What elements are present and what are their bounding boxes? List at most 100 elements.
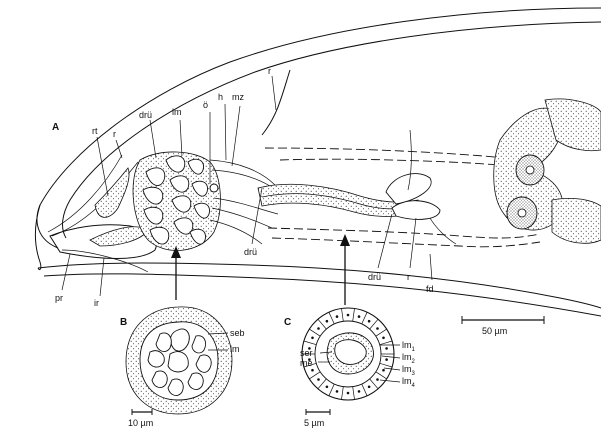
- gland-duct-2: [429, 217, 457, 245]
- label-lm3: lm3: [402, 364, 416, 377]
- esophagus-opening: [209, 183, 219, 193]
- label-rt: rt: [92, 126, 98, 136]
- cross-section-c-cells: [302, 308, 394, 400]
- cell-nucleus-dot: [346, 391, 350, 395]
- panel-label-a: A: [52, 122, 59, 133]
- cell-wall: [375, 328, 387, 337]
- panel-c-drawing: [301, 307, 401, 415]
- cell-nucleus-dot: [382, 336, 385, 340]
- cell-nucleus-dot: [317, 378, 320, 381]
- nerve-ring-fibers: [209, 159, 279, 245]
- retractor-muscle-top: [261, 69, 291, 136]
- scale-label-c: 5 µm: [304, 418, 324, 428]
- posterior-gland-2: [391, 200, 441, 220]
- rostrum: [35, 204, 42, 271]
- label-dru-top: drü: [139, 110, 152, 120]
- cell-nucleus-dot: [308, 347, 311, 350]
- cell-wall: [379, 362, 393, 368]
- cell-nucleus-dot: [367, 385, 371, 389]
- body-wall-inner: [62, 21, 601, 239]
- cell-wall: [352, 386, 355, 400]
- label-dru-bottom-left: drü: [244, 247, 257, 257]
- panel-label-b: B: [120, 317, 127, 328]
- cell-nucleus-dot: [357, 390, 361, 393]
- cell-wall: [375, 371, 387, 380]
- gland-duct: [407, 129, 412, 191]
- gland-cells-left-2: [89, 226, 149, 247]
- body-wall-ventral-inner: [43, 273, 601, 317]
- label-o: ö: [203, 100, 208, 110]
- cell-wall: [303, 362, 317, 368]
- cell-wall: [303, 340, 317, 346]
- cell-wall: [328, 312, 335, 325]
- cell-nucleus-dot: [367, 319, 371, 323]
- cell-nucleus-dot: [325, 385, 329, 389]
- label-lm-b: lm: [230, 344, 240, 354]
- cell-wall: [341, 386, 344, 400]
- cell-nucleus-dot: [376, 327, 379, 330]
- cell-wall: [379, 340, 393, 346]
- cell-extension: [544, 98, 601, 152]
- cell-wall: [369, 318, 379, 330]
- scale-label-b: 10 µm: [128, 418, 153, 428]
- cell-wall: [361, 383, 368, 396]
- cell-nucleolus-1: [525, 165, 535, 175]
- cell-nucleus-dot: [376, 378, 379, 381]
- cell-nucleus-dot: [311, 336, 314, 340]
- gland-cells-left: [94, 167, 130, 218]
- cell-nucleus-dot: [311, 368, 314, 372]
- cross-section-b-lobes: [147, 328, 212, 396]
- cross-section-c-lumen: [334, 339, 367, 365]
- scale-label-a: 50 µm: [482, 326, 507, 336]
- pharynx-lobes: [142, 155, 210, 245]
- cell-wall: [317, 378, 327, 390]
- cell-nucleus-dot: [335, 390, 339, 393]
- cell-wall: [309, 328, 321, 337]
- cell-wall: [361, 312, 368, 325]
- cell-wall: [309, 371, 321, 380]
- cross-section-c-dots: [308, 313, 388, 395]
- cell-nucleus-dot: [357, 315, 361, 318]
- cell-wall: [328, 383, 335, 396]
- cell-wall: [341, 308, 344, 322]
- cell-wall: [317, 318, 327, 330]
- body-wall-ventral: [37, 262, 601, 309]
- label-me: me: [300, 358, 313, 368]
- cell-wall: [369, 378, 379, 390]
- cell-wall: [352, 308, 355, 322]
- label-seb: seb: [230, 328, 245, 338]
- label-r-top: r: [268, 66, 271, 76]
- cell-nucleus-dot: [382, 368, 385, 372]
- label-pr: pr: [55, 293, 63, 303]
- label-mz: mz: [232, 92, 244, 102]
- retractor-muscle: [47, 154, 123, 233]
- cell-nucleus-dot: [346, 313, 350, 317]
- cell-nucleus-dot: [317, 327, 320, 330]
- cell-extension-lower: [551, 198, 601, 244]
- label-dru-bottom-right: drü: [368, 272, 381, 282]
- cell-nucleus-dot: [385, 358, 388, 361]
- label-lm1: lm1: [402, 340, 416, 353]
- cavity-boundary-lower: [267, 227, 541, 239]
- panel-label-c: C: [284, 317, 291, 328]
- cavity-boundary-lower-2: [271, 237, 541, 248]
- cell-nucleus-dot: [325, 319, 329, 323]
- cell-nucleolus-2: [517, 208, 527, 218]
- label-ir: ir: [94, 298, 99, 308]
- cell-nucleus-dot: [385, 347, 388, 350]
- label-h: h: [218, 92, 223, 102]
- cell-nucleus-dot: [335, 315, 339, 318]
- label-r-left: r: [113, 129, 116, 139]
- label-r-bottom: r: [407, 272, 410, 282]
- label-fd: fd: [426, 284, 434, 294]
- section-arrows: [171, 234, 350, 305]
- label-lm-top: lm: [172, 107, 182, 117]
- label-ser: ser: [300, 348, 313, 358]
- retractor-muscle-3: [61, 249, 149, 273]
- label-lm4: lm4: [402, 376, 416, 389]
- label-lm2: lm2: [402, 352, 416, 365]
- panel-b-drawing: [125, 306, 233, 415]
- panel-a-drawing: [35, 7, 601, 324]
- leader-lines-a: [61, 75, 433, 297]
